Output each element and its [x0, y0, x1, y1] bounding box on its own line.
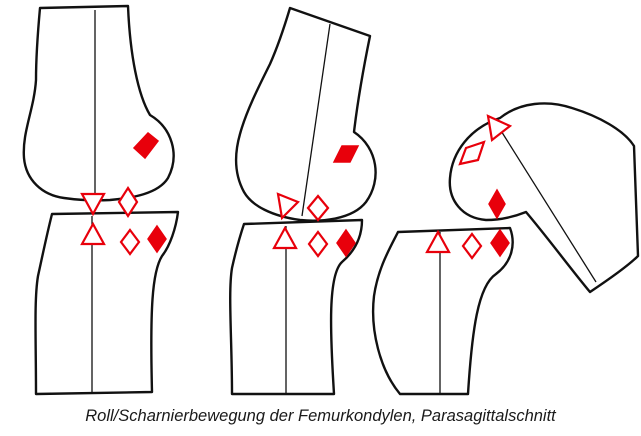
tibia-open-diamond-marker: [463, 234, 481, 258]
panel-deep-flexion: [373, 103, 638, 394]
femur-open-diamond-marker: [308, 196, 328, 220]
femur-axis: [302, 24, 330, 216]
knee-joint-diagram: [0, 0, 641, 400]
femur-open-triangle-marker: [278, 194, 298, 218]
femur-outline: [450, 103, 638, 292]
femur-axis: [498, 126, 596, 282]
tibia-open-diamond-marker: [121, 230, 139, 254]
tibia-open-diamond-marker: [309, 232, 327, 256]
tibia-open-triangle-marker: [82, 224, 104, 244]
figure-caption: Roll/Scharnierbewegung der Femurkondylen…: [0, 401, 641, 431]
tibia-open-triangle-marker: [274, 228, 296, 248]
tibia-filled-diamond-marker: [491, 230, 509, 256]
femur-filled-diamond-marker: [489, 190, 505, 218]
tibia-open-triangle-marker: [427, 232, 449, 252]
femur-filled-diamond-marker: [134, 133, 158, 158]
panel-partial-flexion: [230, 8, 375, 394]
femur-open-triangle-marker: [82, 194, 104, 214]
panel-extension: [24, 6, 178, 394]
femur-open-diamond-marker: [460, 142, 484, 164]
femur-outline: [24, 6, 174, 200]
tibia-filled-diamond-marker: [148, 226, 166, 252]
femur-filled-diamond-marker: [334, 146, 358, 162]
